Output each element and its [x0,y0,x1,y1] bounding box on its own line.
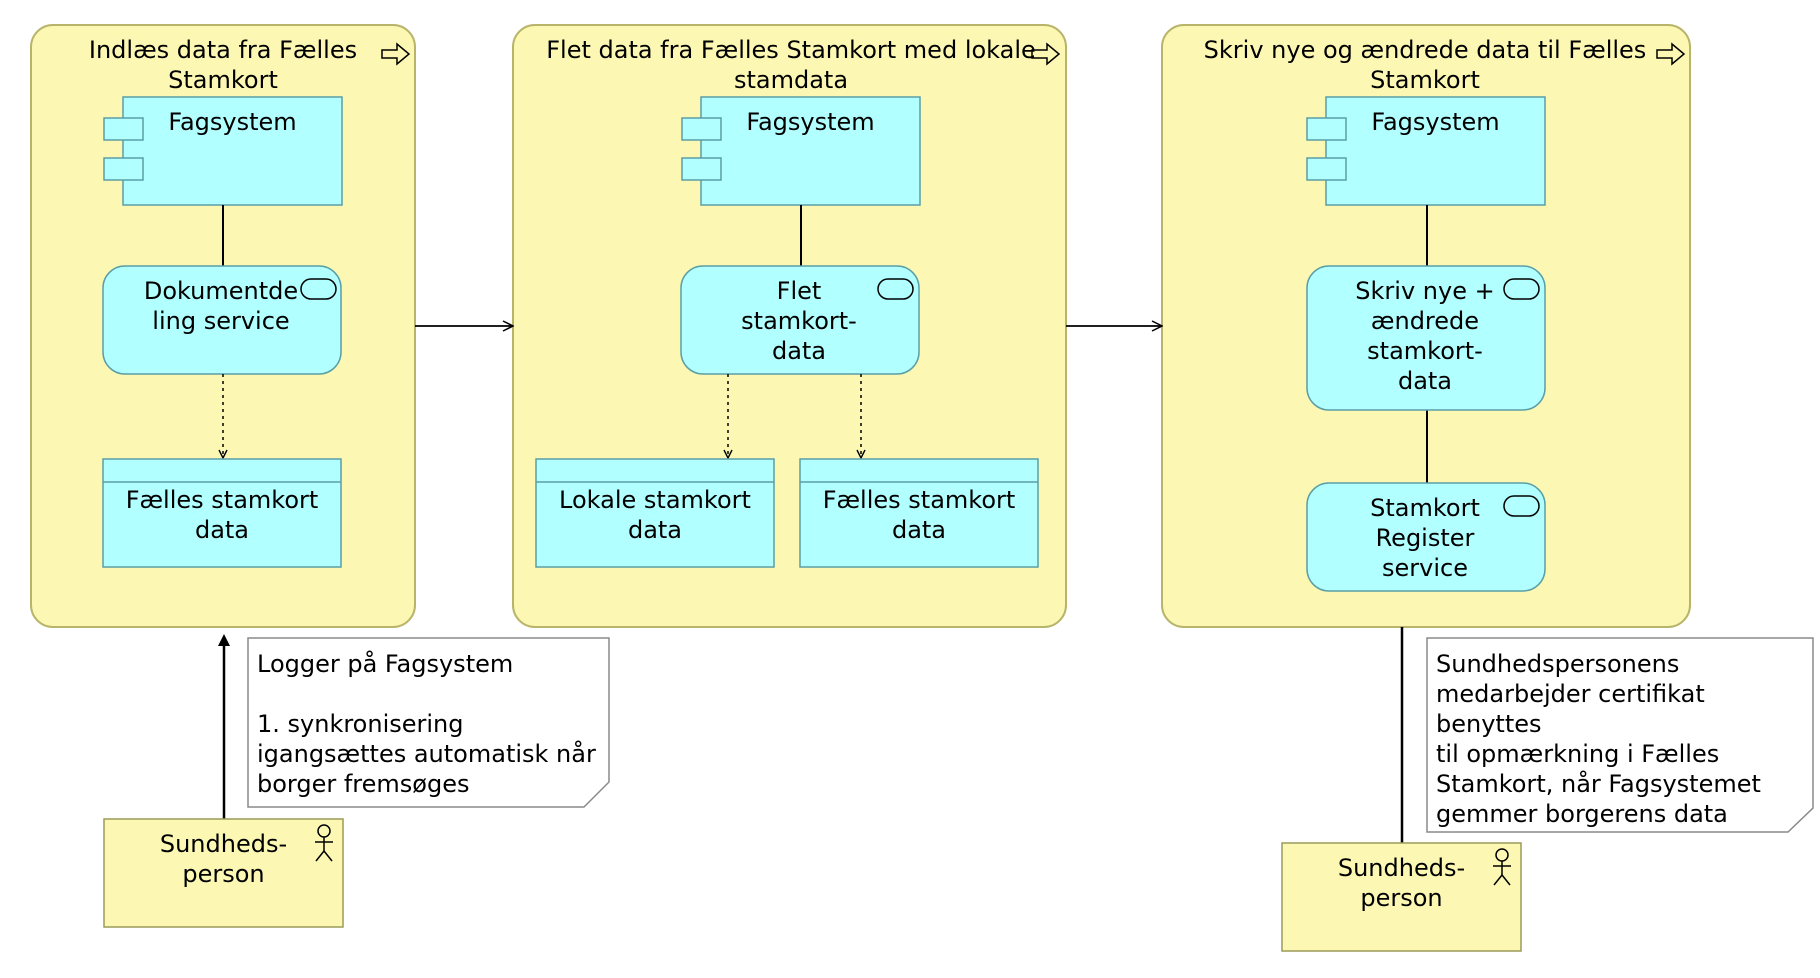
note-text: Sundhedspersonens medarbejder certifikat… [1436,650,1761,828]
service-flet-stamkort[interactable] [680,265,920,375]
service-dokumentdeling[interactable] [102,265,342,375]
component-label: Fagsystem [746,108,875,136]
note-2 [1426,637,1814,833]
note-text: Logger på Fagsystem 1. synkronisering ig… [257,650,596,798]
actor-label: Sundheds- person [1337,854,1466,912]
service-skriv-nye[interactable] [1306,265,1546,411]
component-fagsystem-1[interactable] [103,96,343,206]
service-label: Flet stamkort- data [741,277,857,365]
data-object-label: Lokale stamkort data [559,486,751,544]
service-label: Skriv nye + ændrede stamkort- data [1355,277,1495,395]
process-arrow-icon [1031,42,1061,66]
actor-1[interactable] [103,818,344,928]
process-title: Indlæs data fra Fælles Stamkort [88,36,358,94]
service-icon [877,278,914,300]
component-fagsystem-2[interactable] [681,96,921,206]
component-icon [103,117,144,181]
actor-2[interactable] [1281,842,1522,952]
note-1 [247,637,610,808]
service-stamkort-register[interactable] [1306,482,1546,592]
component-fagsystem-3[interactable] [1306,96,1546,206]
data-object-label: Fælles stamkort data [125,486,319,544]
service-label: Stamkort Register service [1370,494,1480,582]
data-object-lokale[interactable] [535,458,775,568]
component-label: Fagsystem [1371,108,1500,136]
process-title: Flet data fra Fælles Stamkort med lokale… [546,36,1036,94]
process-title: Skriv nye og ændrede data til Fælles Sta… [1203,36,1647,94]
component-icon [1306,117,1347,181]
service-icon [300,278,337,300]
actor-icon [1493,848,1511,886]
component-icon [681,117,722,181]
component-label: Fagsystem [168,108,297,136]
service-label: Dokumentde ling service [143,277,299,335]
process-arrow-icon [381,42,411,66]
process-arrow-icon [1656,42,1686,66]
actor-label: Sundheds- person [159,830,288,888]
service-icon [1503,278,1540,300]
actor-icon [315,824,333,862]
data-object-faelles-1[interactable] [102,458,342,568]
service-icon [1503,495,1540,517]
data-object-label: Fælles stamkort data [822,486,1016,544]
data-object-faelles-2[interactable] [799,458,1039,568]
